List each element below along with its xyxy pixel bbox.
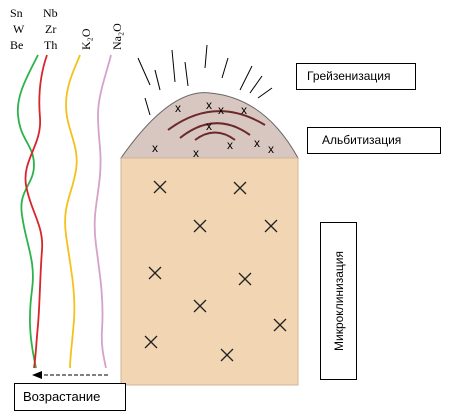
label-zr: Zr <box>45 22 56 36</box>
granite-cross <box>193 219 207 233</box>
cap-crosses: x x x x x x x x x x <box>152 98 274 160</box>
greisen-arc-outer <box>167 110 266 131</box>
trend-arrow <box>32 371 108 379</box>
label-group-nb-zr-th: Nb Zr Th <box>43 6 58 52</box>
label-be: Be <box>10 38 23 52</box>
ray <box>257 87 273 99</box>
cap-cross: x <box>254 136 260 150</box>
cap-cross: x <box>227 138 233 152</box>
ray <box>204 44 208 69</box>
granite-crosses <box>144 180 287 362</box>
granite-cross <box>220 348 234 362</box>
granite-cross <box>144 335 158 349</box>
cap-cross: x <box>206 119 212 133</box>
cap-cross: x <box>241 103 247 117</box>
granite-cross <box>233 181 247 195</box>
label-albitization: Альбитизация <box>307 127 441 154</box>
label-increase: Возрастание <box>14 383 126 411</box>
curve-sn-w-be <box>16 54 39 369</box>
cap-cross: x <box>206 98 212 112</box>
label-albitization-text: Альбитизация <box>322 133 402 147</box>
label-increase-text: Возрастание <box>23 389 101 404</box>
cap-cross: x <box>268 142 274 156</box>
granite-cross <box>273 318 287 332</box>
label-k2o: K₂O <box>79 28 93 50</box>
ray <box>137 57 151 86</box>
granite-cross <box>153 180 167 194</box>
albite-cap <box>120 92 299 159</box>
cap-cross: x <box>218 103 224 117</box>
label-greisenization-text: Грейзенизация <box>307 69 391 83</box>
label-nb: Nb <box>43 6 58 20</box>
curve-na2o <box>93 54 112 369</box>
ray <box>239 65 253 91</box>
trend-arrow-head <box>32 371 42 379</box>
ray <box>144 97 151 116</box>
radiating-lines <box>137 44 273 116</box>
label-sn: Sn <box>10 6 23 20</box>
granite-cross <box>238 272 252 286</box>
ray <box>154 69 161 91</box>
cap-cross: x <box>152 141 158 155</box>
greisen-arc-middle <box>179 122 251 139</box>
label-na2o: Na₂O <box>110 23 124 50</box>
ray <box>221 57 229 79</box>
label-th: Th <box>44 38 57 52</box>
ray <box>171 49 176 83</box>
ray <box>184 61 189 87</box>
label-microclinization-text: Микроклинизация <box>331 251 346 351</box>
cap-cross: x <box>175 101 181 115</box>
label-microclinization: Микроклинизация <box>320 222 357 380</box>
curve-k2o <box>64 54 81 369</box>
curve-nb-zr-th <box>24 54 48 369</box>
cap-cross: x <box>193 146 199 160</box>
granite-cross <box>193 299 207 313</box>
label-w: W <box>13 22 25 36</box>
label-greisenization: Грейзенизация <box>296 63 416 90</box>
ray <box>249 75 263 94</box>
granite-body <box>120 157 299 386</box>
granite-cross <box>264 219 278 233</box>
greisen-arc-inner <box>194 131 236 141</box>
label-group-sn-w-be: Sn W Be <box>10 6 25 52</box>
granite-cross <box>148 266 162 280</box>
